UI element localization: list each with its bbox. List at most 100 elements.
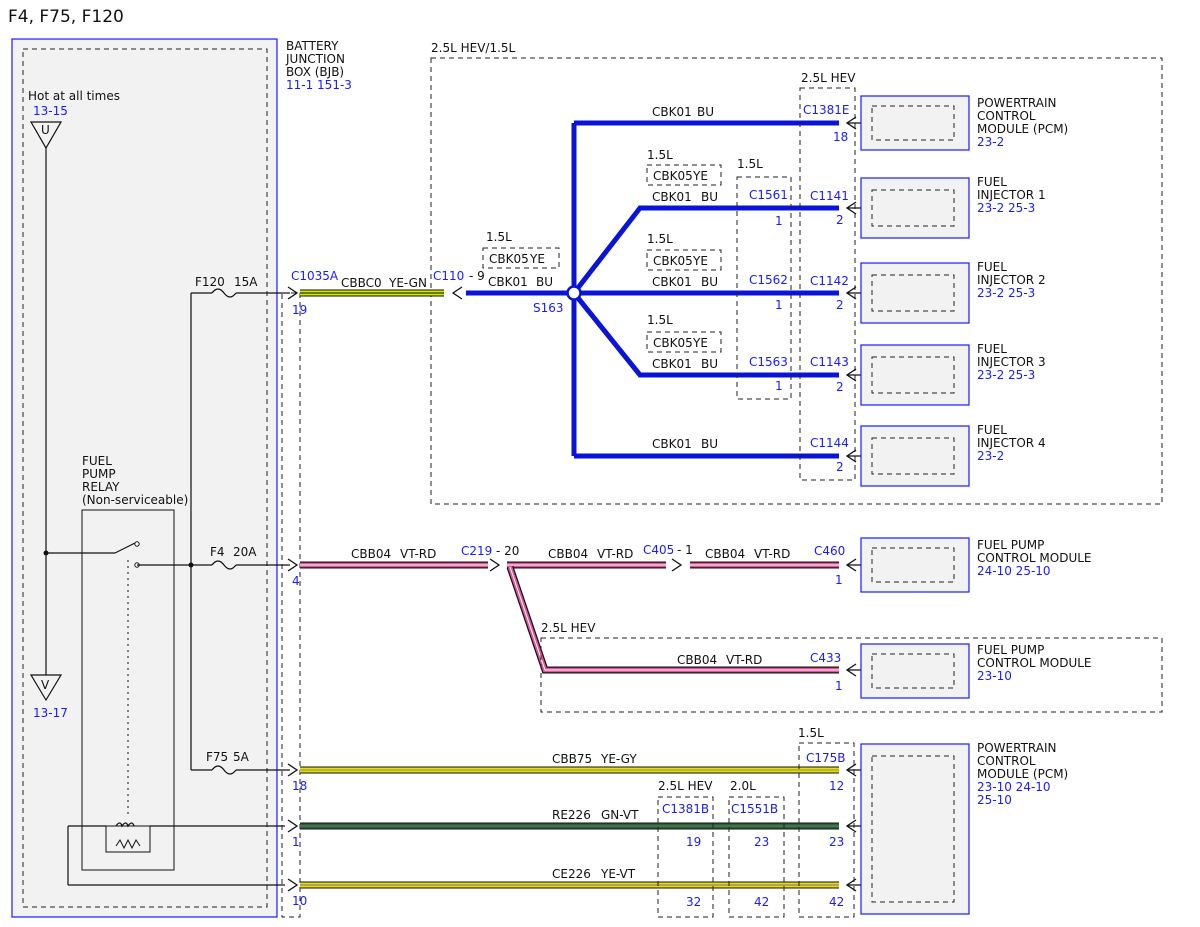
cbb04-label: CBB04 (548, 547, 588, 561)
arrow-icon (489, 558, 501, 572)
blue-wire-group (466, 120, 839, 459)
ye-label: YE (692, 254, 708, 268)
group-hev-label: 2.5L HEV (541, 621, 596, 635)
ce226-label: CE226 (552, 867, 591, 881)
bjb-pin-10: 10 (292, 894, 307, 908)
svg-text:POWERTRAIN: POWERTRAIN (977, 741, 1057, 755)
relay-label-3: RELAY (82, 480, 120, 494)
wire-cbk01-inj3 (572, 291, 839, 378)
module-pcm-top: POWERTRAIN CONTROL MODULE (PCM) 23-2 (860, 95, 1068, 151)
bu-label: BU (701, 437, 718, 451)
c1143-label: C1143 (810, 355, 849, 369)
module-fuel-pump-cm-2: FUEL PUMP CONTROL MODULE 23-10 (860, 643, 1092, 699)
cbk05-label: CBK05 (653, 336, 693, 350)
svg-text:CONTROL: CONTROL (977, 109, 1036, 123)
cbb04-label: CBB04 (351, 547, 391, 561)
fuse-f4-amps: 20A (233, 545, 257, 559)
relay-contact-icon (134, 541, 140, 547)
c1562-label: C1562 (749, 273, 788, 287)
cbbc0-label: CBBC0 (341, 276, 382, 290)
ye-gn-label: YE-GN (388, 276, 427, 290)
svg-text:23-2: 23-2 (977, 135, 1004, 149)
c460-pin: 1 (835, 573, 843, 587)
c175b-pin-23: 23 (829, 835, 844, 849)
c156x-connector (736, 176, 792, 400)
fuse-f4-label: F4 (210, 545, 225, 559)
s163-label: S163 (533, 301, 564, 315)
svg-text:FUEL: FUEL (977, 342, 1007, 356)
fuse-icon (211, 765, 237, 775)
svg-text:23-2 25-3: 23-2 25-3 (977, 286, 1035, 300)
svg-text:23-10 24-10: 23-10 24-10 (977, 780, 1051, 794)
svg-text:INJECTOR 4: INJECTOR 4 (977, 436, 1046, 450)
c175b-pin-12: 12 (829, 779, 844, 793)
bu-label: BU (701, 275, 718, 289)
terminal-v-icon (29, 674, 63, 702)
bjb-connector-dash (281, 292, 301, 918)
c405-label: C405 (643, 543, 674, 557)
svg-text:CONTROL: CONTROL (977, 754, 1036, 768)
c1562-pin: 1 (775, 298, 783, 312)
bu-label: BU (701, 357, 718, 371)
bjb-pin-4: 4 (292, 574, 300, 588)
option-1-5l-label: 1.5L (647, 313, 673, 327)
terminal-v-label: V (41, 678, 50, 692)
svg-text:FUEL PUMP: FUEL PUMP (977, 643, 1044, 657)
arrow-icon (287, 878, 299, 892)
gn-vt-label: GN-VT (601, 808, 639, 822)
arrow-icon (287, 763, 299, 777)
svg-text:24-10 25-10: 24-10 25-10 (977, 564, 1051, 578)
svg-text:INJECTOR 2: INJECTOR 2 (977, 273, 1046, 287)
page-title: F4, F75, F120 (8, 7, 124, 27)
svg-text:25-10: 25-10 (977, 793, 1012, 807)
c156x-group-label: 1.5L (737, 157, 763, 171)
c219-pin: - 20 (496, 544, 519, 558)
ye-label: YE (692, 169, 708, 183)
bjb-inner-dash (22, 48, 268, 908)
c1381b-label: C1381B (662, 802, 709, 816)
group-hev-15-dash (430, 57, 1163, 505)
fuse-f120-label: F120 (195, 275, 225, 289)
svg-text:POWERTRAIN: POWERTRAIN (977, 96, 1057, 110)
relay-label-4: (Non-serviceable) (82, 493, 188, 507)
bjb-refs: 11-1 151-3 (286, 78, 352, 92)
c1381b-pin-19: 19 (686, 835, 701, 849)
svg-text:FUEL PUMP: FUEL PUMP (977, 538, 1044, 552)
svg-text:23-2: 23-2 (977, 449, 1004, 463)
cbk05-option-box (646, 249, 722, 271)
bjb-label-3: BOX (BJB) (286, 65, 344, 79)
c433-label: C433 (810, 651, 841, 665)
module-injector-4: FUEL INJECTOR 4 23-2 (860, 423, 1046, 487)
svg-text:MODULE (PCM): MODULE (PCM) (977, 122, 1068, 136)
c1141-pin: 2 (836, 213, 844, 227)
c1144-label: C1144 (810, 436, 849, 450)
cbk05-option-box (482, 247, 560, 269)
module-injector-1: FUEL INJECTOR 1 23-2 25-3 (860, 175, 1046, 239)
c1563-pin: 1 (775, 379, 783, 393)
c1561-pin: 1 (775, 214, 783, 228)
option-1-5l-label: 1.5L (647, 232, 673, 246)
relay-box (81, 509, 175, 871)
module-injector-2: FUEL INJECTOR 2 23-2 25-3 (860, 260, 1046, 324)
bu-label: BU (701, 190, 718, 204)
c175b-pin-42: 42 (829, 895, 844, 909)
fuse-f75-amps: 5A (233, 750, 250, 764)
relay-label-1: FUEL (82, 454, 112, 468)
bjb-label-1: BATTERY (286, 39, 339, 53)
arrow-icon (287, 819, 299, 833)
arrow-icon (671, 558, 683, 572)
c175b-label: C175B (806, 751, 846, 765)
c1381b-pin-32: 32 (686, 895, 701, 909)
svg-text:23-2 25-3: 23-2 25-3 (977, 201, 1035, 215)
c1142-pin: 2 (836, 298, 844, 312)
cbk05-label: CBK05 (653, 169, 693, 183)
terminal-u-icon (29, 121, 63, 150)
vt-rd-label: VT-RD (726, 653, 762, 667)
c1381b-connector (657, 796, 714, 918)
wire-cbk01-inj1 (572, 205, 839, 295)
c1381e-label: C1381E (803, 103, 850, 117)
c110-label: C110 (433, 269, 464, 283)
c460-label: C460 (814, 544, 845, 558)
cbb75-label: CBB75 (552, 752, 592, 766)
